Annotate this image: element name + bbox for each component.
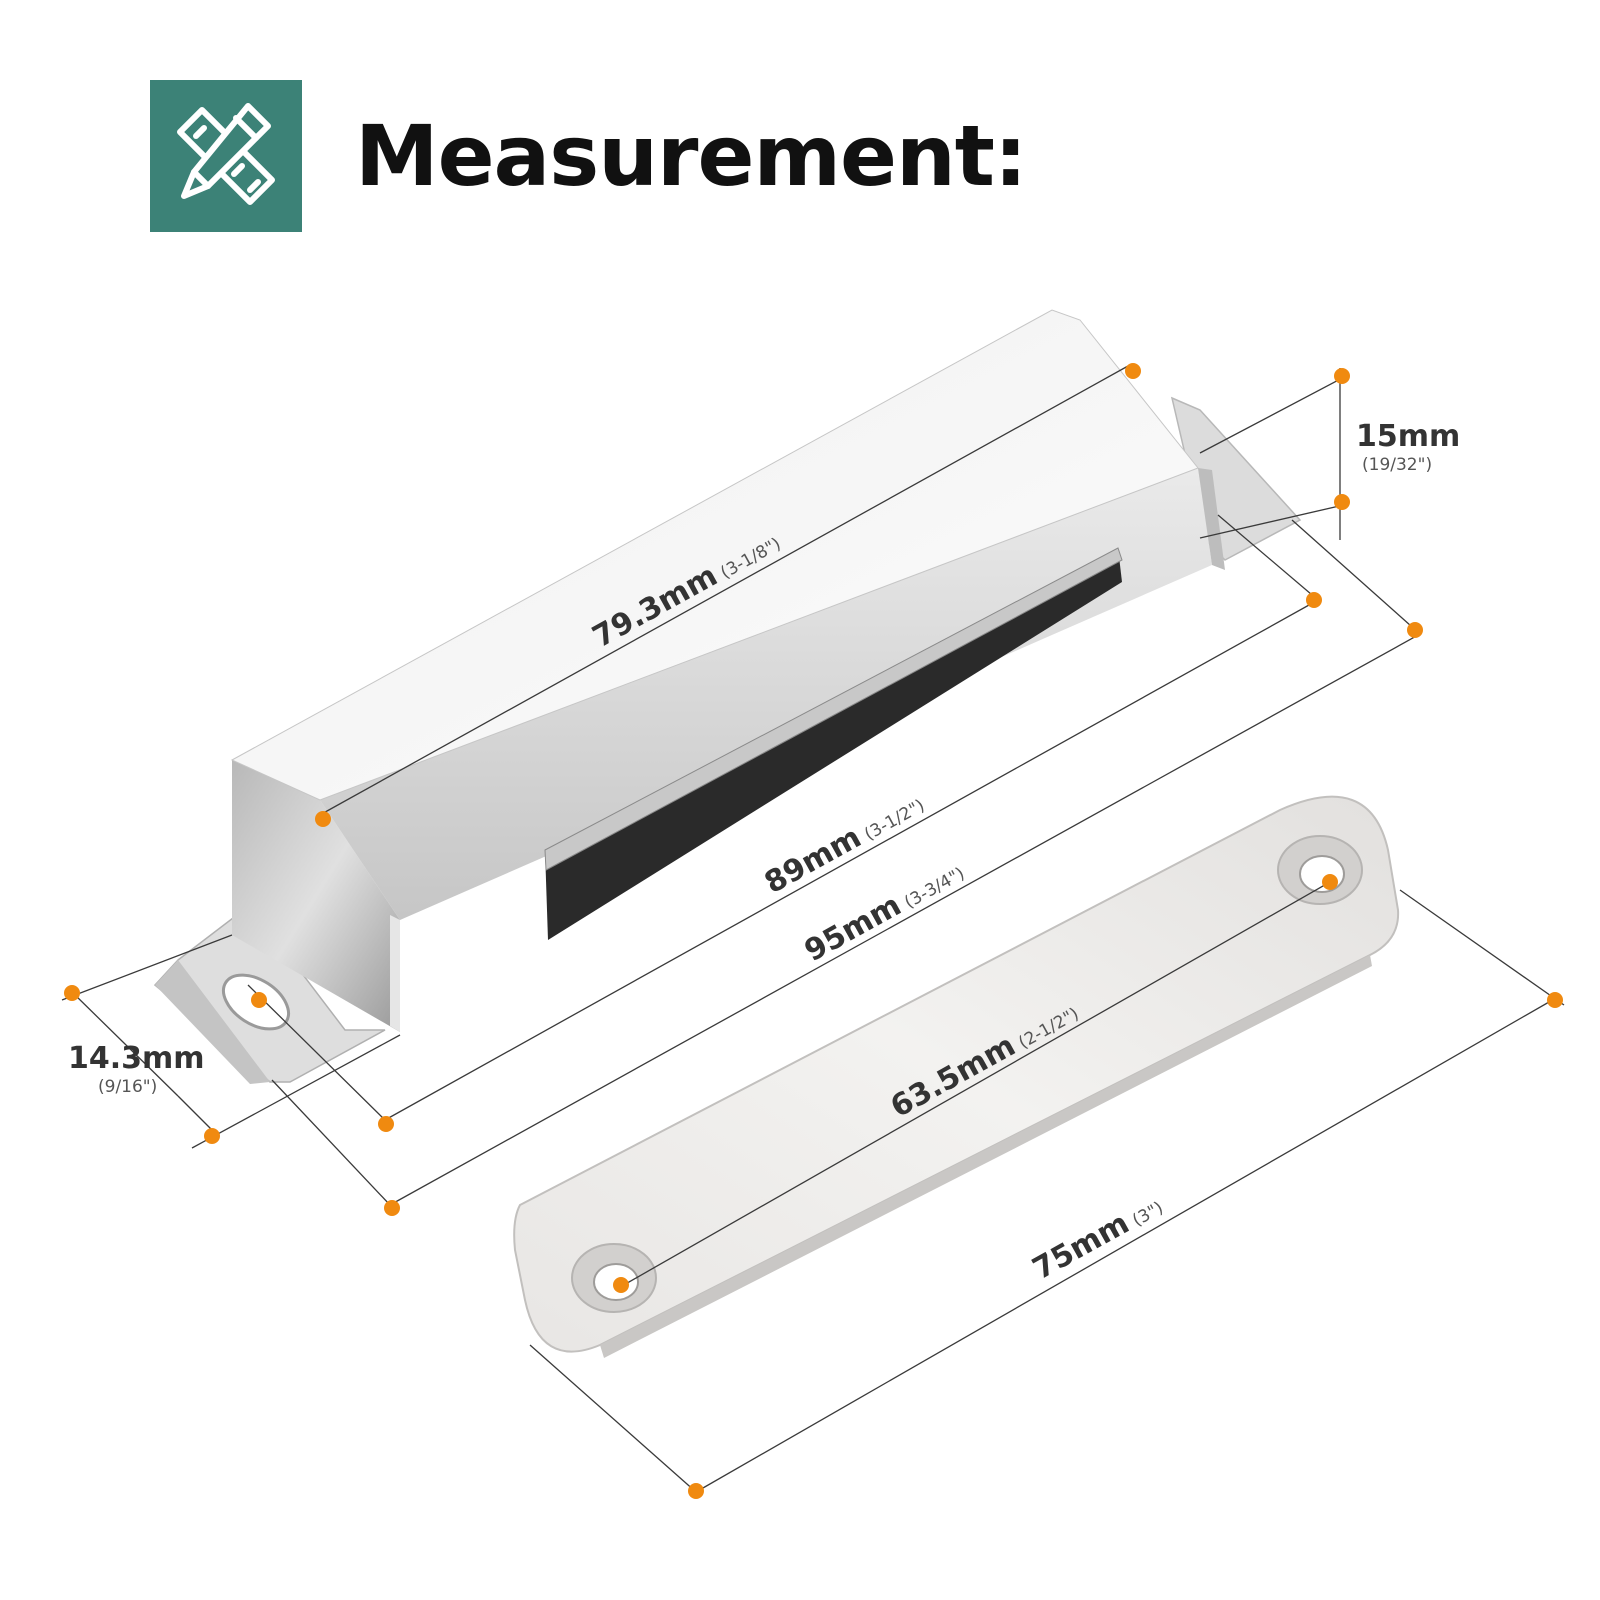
dimension-height: 15mm bbox=[1356, 419, 1460, 454]
ruler-pencil-icon bbox=[177, 103, 275, 205]
measure-point bbox=[378, 1116, 394, 1132]
dimension-plate-length: 75mm(3") bbox=[1027, 1187, 1168, 1287]
measure-point bbox=[1334, 368, 1350, 384]
dimension-width-sub: (9/16") bbox=[98, 1077, 157, 1097]
measure-point bbox=[1547, 992, 1563, 1008]
measure-point bbox=[204, 1128, 220, 1144]
magnetic-catch bbox=[153, 309, 1302, 1084]
page-title: Measurement: bbox=[355, 107, 1027, 205]
dimension-width: 14.3mm bbox=[68, 1041, 205, 1076]
measure-point bbox=[1322, 874, 1338, 890]
measurement-points bbox=[64, 363, 1563, 1499]
measure-point bbox=[1306, 592, 1322, 608]
strike-plate-body bbox=[513, 795, 1400, 1353]
measure-point bbox=[384, 1200, 400, 1216]
measure-point bbox=[688, 1483, 704, 1499]
measure-point bbox=[613, 1277, 629, 1293]
strike-plate bbox=[513, 795, 1400, 1358]
catch-top-face bbox=[230, 309, 1199, 801]
magnet-strip bbox=[545, 548, 1122, 940]
measure-point bbox=[64, 985, 80, 1001]
measure-point bbox=[251, 992, 267, 1008]
measure-point bbox=[1407, 622, 1423, 638]
catch-end-cap bbox=[232, 760, 400, 1032]
dimension-hole-spacing: 89mm(3-1/2") bbox=[759, 785, 930, 901]
header-badge bbox=[150, 80, 302, 232]
measure-point bbox=[315, 811, 331, 827]
measurement-lines bbox=[61, 365, 1565, 1493]
measure-point bbox=[1125, 363, 1141, 379]
measure-point bbox=[1334, 494, 1350, 510]
catch-front-face bbox=[320, 468, 1212, 920]
dimension-height-sub: (19/32") bbox=[1362, 455, 1432, 475]
